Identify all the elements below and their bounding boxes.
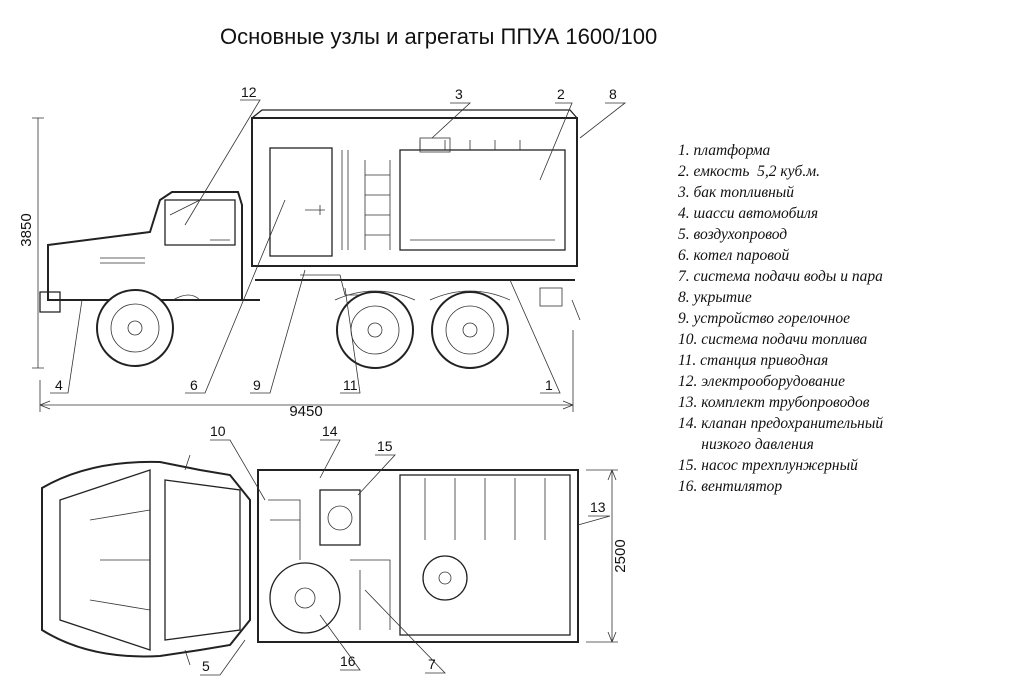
leader-16 xyxy=(319,614,361,671)
leader-7 xyxy=(364,589,446,674)
legend-item: 12. электрооборудование xyxy=(678,373,846,390)
legend-item: 11. станция приводная xyxy=(678,352,829,369)
leader-6 xyxy=(185,199,286,394)
fan xyxy=(269,562,341,634)
callout-2: 2 xyxy=(557,86,565,102)
callout-11: 11 xyxy=(343,377,358,393)
side-dimensions: 3850 9450 xyxy=(18,117,574,420)
top-callouts: 10 14 15 13 5 16 7 xyxy=(200,423,611,676)
tank-top xyxy=(399,474,571,636)
legend-item: 3. бак топливный xyxy=(678,184,795,201)
leader-12 xyxy=(184,99,261,226)
leader-2 xyxy=(539,102,573,181)
legend-item: 7. система подачи воды и пара xyxy=(678,268,883,285)
legend-item: 6. котел паровой xyxy=(678,247,790,264)
leader-8 xyxy=(579,102,627,139)
cab-hood xyxy=(47,191,243,301)
width-dimension: 2500 xyxy=(612,539,629,572)
callout-3: 3 xyxy=(455,86,463,102)
ladder xyxy=(364,160,391,250)
leader-9 xyxy=(250,269,306,394)
cab-roof-top xyxy=(164,479,241,641)
legend-item: 13. комплект трубопроводов xyxy=(678,394,870,411)
front-wheel xyxy=(96,289,174,367)
callout-16: 16 xyxy=(340,653,356,669)
callout-15: 15 xyxy=(377,438,393,454)
leader-10 xyxy=(210,439,266,501)
side-view xyxy=(39,109,581,369)
leader-11 xyxy=(340,287,361,394)
callout-5: 5 xyxy=(202,658,210,674)
legend: 1. платформа 2. емкость 5,2 куб.м. 3. ба… xyxy=(678,140,883,497)
callout-7: 7 xyxy=(428,656,436,672)
body-cover xyxy=(251,117,578,267)
rear-wheel-2 xyxy=(431,291,509,369)
leader-1 xyxy=(509,279,561,394)
legend-item: низкого давления xyxy=(678,436,814,453)
callout-9: 9 xyxy=(253,377,261,393)
roof xyxy=(251,109,578,119)
leader-14 xyxy=(319,439,341,479)
callout-8: 8 xyxy=(609,86,617,102)
side-callouts: 12 3 2 8 4 6 9 11 1 xyxy=(50,84,627,394)
hood-top xyxy=(59,469,151,651)
callout-10: 10 xyxy=(210,423,226,439)
callout-13: 13 xyxy=(590,499,606,515)
callout-1: 1 xyxy=(545,377,553,393)
callout-14: 14 xyxy=(322,423,338,439)
water-tank xyxy=(399,149,566,251)
cab-top xyxy=(41,460,251,658)
leader-5 xyxy=(200,639,246,676)
leader-15 xyxy=(357,454,396,496)
top-view xyxy=(41,454,579,666)
callout-6: 6 xyxy=(190,377,198,393)
bumper xyxy=(39,291,61,313)
boiler xyxy=(269,147,333,257)
pump xyxy=(319,489,361,546)
legend-item: 15. насос трехплунжерный xyxy=(678,457,858,474)
leader-4 xyxy=(50,299,83,394)
rear-wheel-1 xyxy=(336,291,414,369)
top-dimensions: 2500 xyxy=(586,469,629,643)
grille xyxy=(100,257,145,264)
legend-item: 2. емкость 5,2 куб.м. xyxy=(678,163,820,180)
callout-12: 12 xyxy=(241,84,257,100)
legend-item: 4. шасси автомобиля xyxy=(678,205,819,222)
callout-4: 4 xyxy=(55,377,63,393)
leader-3 xyxy=(431,102,472,139)
height-dimension: 3850 xyxy=(18,213,35,246)
length-dimension: 9450 xyxy=(289,403,322,420)
legend-item: 10. система подачи топлива xyxy=(678,331,868,348)
legend-item: 14. клапан предохранительный xyxy=(678,415,884,432)
legend-item: 1. платформа xyxy=(678,142,771,159)
platform-top xyxy=(257,469,579,643)
legend-item: 5. воздухопровод xyxy=(678,226,788,243)
cab-window xyxy=(164,199,236,246)
legend-item: 8. укрытие xyxy=(678,289,752,306)
legend-item: 16. вентилятор xyxy=(678,478,783,495)
page-title: Основные узлы и агрегаты ППУА 1600/100 xyxy=(220,24,658,49)
legend-item: 9. устройство горелочное xyxy=(678,310,850,327)
tank-hatch xyxy=(422,555,468,601)
leader-13 xyxy=(577,515,611,526)
